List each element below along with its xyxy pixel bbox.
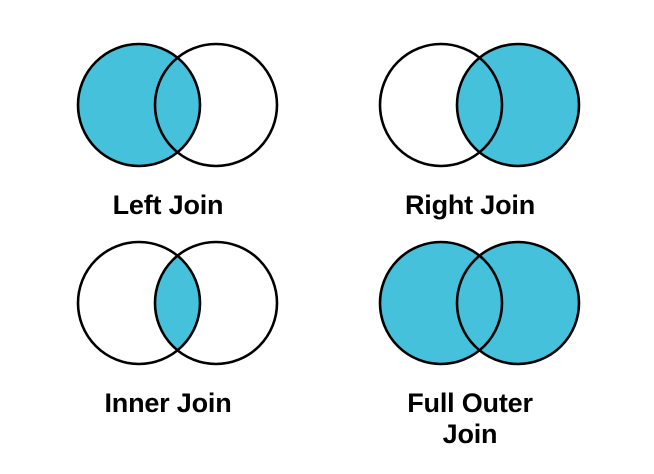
left-circle-outline: [378, 240, 504, 366]
venn-cell-right-join: Right Join: [319, 30, 621, 221]
right-circle-fill: [457, 44, 579, 166]
right-circle-fill: [457, 242, 579, 364]
full-outer-join-label: Full Outer Join: [407, 388, 533, 450]
intersection-fill-group: [155, 242, 200, 364]
left-circle-outline: [76, 42, 202, 168]
full-outer-join-venn-figure: [378, 240, 581, 366]
venn-cell-left-join: Left Join: [17, 30, 319, 221]
right-join-venn-figure: [378, 42, 581, 168]
left-join-venn-figure: [76, 42, 279, 168]
intersection-fill: [155, 242, 200, 364]
left-circle-fill: [78, 44, 200, 166]
right-join-label: Right Join: [405, 190, 535, 220]
left-circle-outline: [378, 42, 504, 168]
venn-cell-full-outer-join: Full Outer Join: [319, 228, 621, 450]
right-circle-outline: [455, 42, 581, 168]
inner-join-venn-figure: [76, 240, 279, 366]
inner-join-label: Inner Join: [104, 388, 232, 418]
right-circle-outline: [455, 240, 581, 366]
right-circle-outline: [153, 240, 279, 366]
venn-cell-inner-join: Inner Join: [17, 228, 319, 419]
right-circle-outline: [153, 42, 279, 168]
left-join-label: Left Join: [112, 190, 224, 220]
left-circle-outline: [76, 240, 202, 366]
